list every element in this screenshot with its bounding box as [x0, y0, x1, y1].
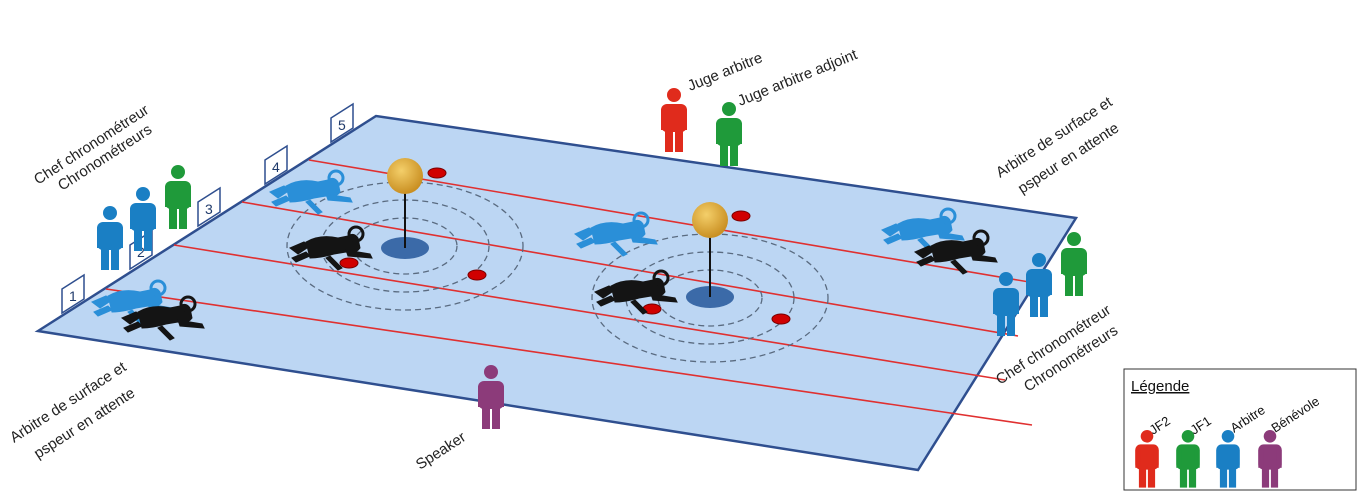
svg-text:4: 4	[272, 159, 280, 175]
lane-number-3: 3	[197, 186, 221, 228]
pucks	[339, 167, 791, 325]
person-arbitre-tl-1	[97, 206, 123, 270]
svg-text:5: 5	[338, 117, 346, 133]
buoy-right	[692, 202, 728, 238]
svg-text:3: 3	[205, 201, 213, 217]
label-speaker: Speaker	[413, 429, 469, 474]
person-jf1-juge-adjoint	[716, 102, 742, 166]
lane-number-1: 1	[61, 273, 85, 315]
svg-text:1: 1	[69, 288, 77, 304]
lane-number-5: 5	[330, 102, 354, 144]
svg-text:2: 2	[137, 244, 145, 260]
person-jf1-tl	[165, 165, 191, 229]
legend: Légende JF2 JF1 Arbitre Bénévole	[1123, 368, 1357, 491]
person-jf1-r	[1061, 232, 1087, 296]
legend-title: Légende	[1131, 378, 1189, 395]
pool-surface	[34, 114, 1079, 472]
person-jf2-juge-arbitre	[661, 88, 687, 152]
buoy-left	[387, 158, 423, 194]
lane-number-4: 4	[264, 144, 288, 186]
